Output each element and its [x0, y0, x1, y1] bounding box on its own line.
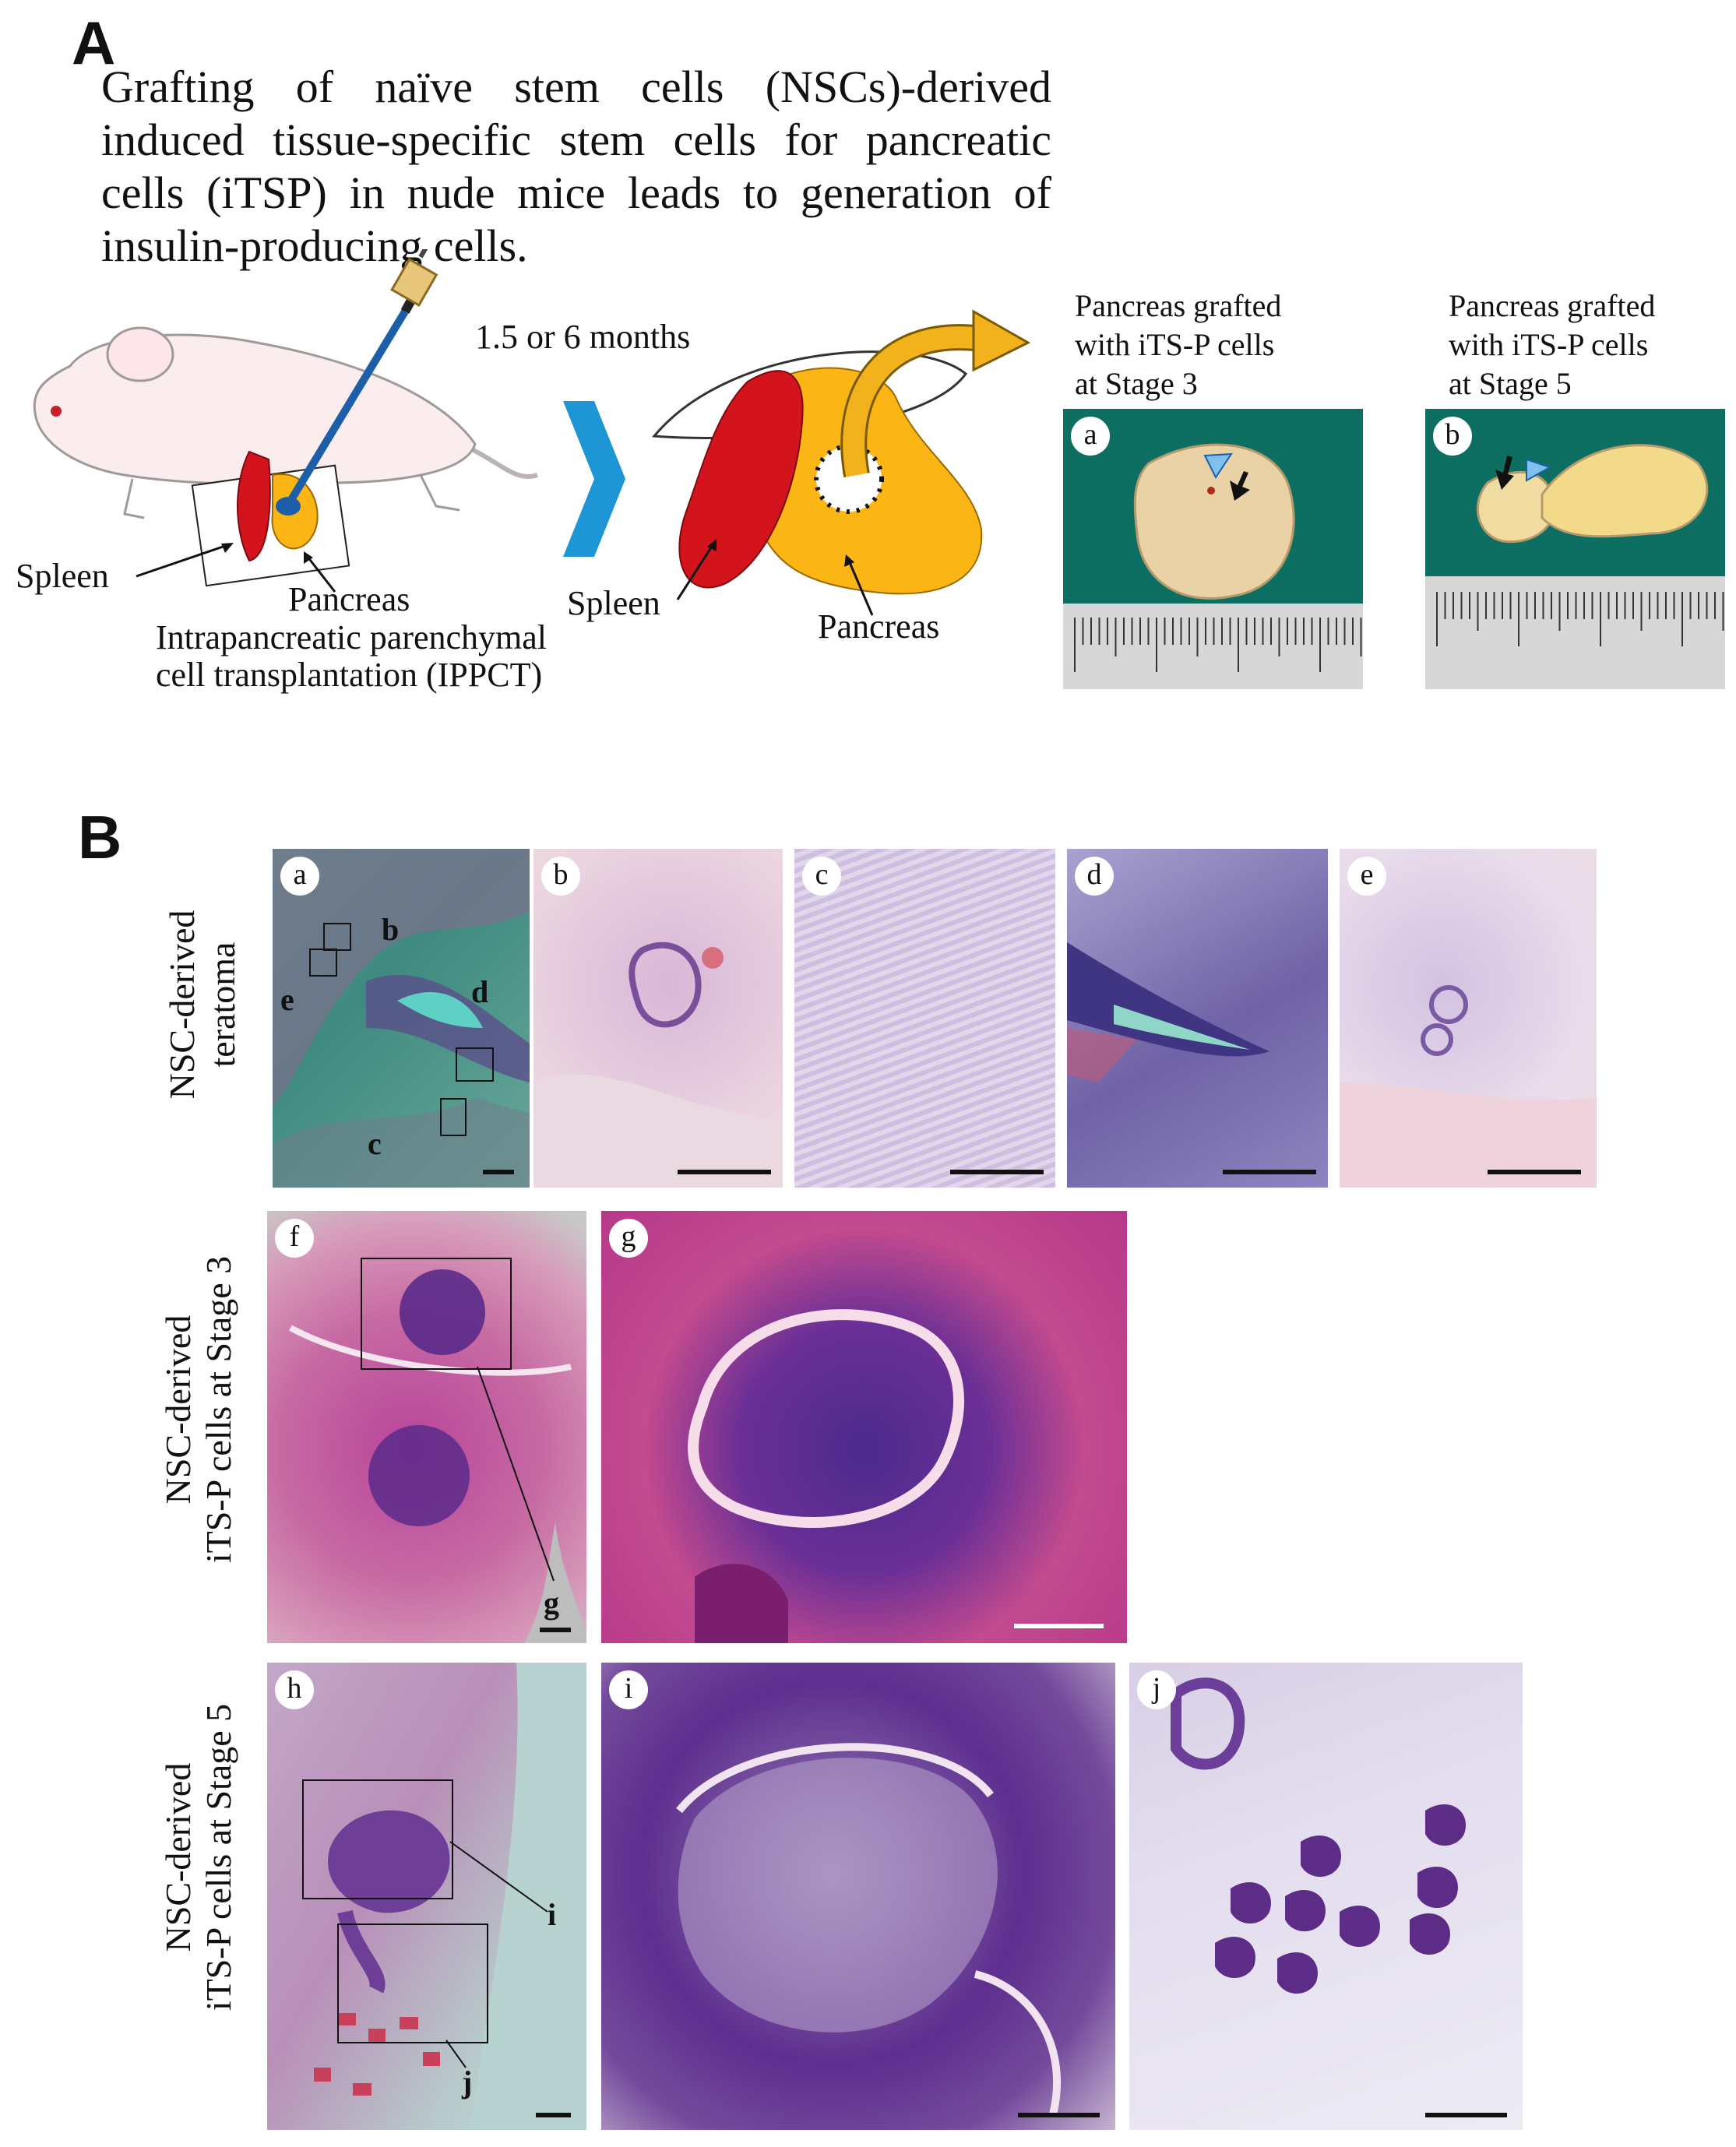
spleen-enlarged — [678, 370, 804, 589]
arrowhead-marker — [1203, 452, 1233, 479]
mouse-front-leg — [123, 478, 145, 519]
histology-tile-f: g f — [267, 1211, 586, 1643]
tile-letter-b: b — [541, 857, 580, 896]
tissue-a — [1133, 443, 1295, 600]
inset-box-g — [361, 1258, 512, 1370]
histology-tile-g: g — [601, 1211, 1127, 1643]
inset-letter-g: g — [544, 1586, 559, 1621]
label-spleen-right: Spleen — [567, 584, 660, 622]
scale-bar — [540, 1628, 571, 1632]
photo-a-caption: Pancreas grafted with iTS-P cells at Sta… — [1075, 288, 1282, 401]
tile-letter-c: c — [802, 857, 841, 896]
pancreas-pointer — [306, 556, 336, 593]
photo-b-letter: b — [1433, 417, 1472, 456]
inset-letter-c: c — [368, 1126, 382, 1161]
row-label-stage3: NSC-derived iTS-P cells at Stage 3 — [158, 1255, 238, 1564]
inset-box-b — [323, 923, 351, 951]
spleen-pointer — [136, 544, 228, 578]
inset-box-e — [309, 949, 337, 977]
inset-letter-j: j — [462, 2064, 473, 2099]
tile-letter-d: d — [1075, 857, 1114, 896]
scale-bar — [950, 1170, 1044, 1174]
time-arrow-icon — [563, 401, 625, 557]
inset-letter-i: i — [548, 1897, 557, 1932]
mouse-eye — [51, 406, 62, 417]
scale-bar — [1018, 2113, 1100, 2117]
mouse-hind-leg — [419, 474, 460, 512]
spleen-shape — [237, 450, 271, 562]
label-ippct: Intrapancreatic parenchymal cell transpl… — [156, 618, 548, 694]
inset-letter-b: b — [382, 912, 400, 947]
tile-letter-g: g — [609, 1219, 648, 1258]
histology-tile-d: d — [1067, 849, 1328, 1188]
scale-bar — [1425, 2113, 1507, 2117]
histology-tile-h: i j h — [267, 1663, 586, 2130]
row-label-teratoma: NSC-derived teratoma — [162, 910, 242, 1100]
inset-letter-d: d — [471, 974, 489, 1009]
scale-bar — [1488, 1170, 1581, 1174]
scale-bar — [1223, 1170, 1316, 1174]
row-label-stage5: NSC-derived iTS-P cells at Stage 5 — [158, 1703, 238, 2011]
scale-bar — [1014, 1624, 1104, 1628]
label-pancreas-left: Pancreas — [288, 580, 410, 618]
inset-box-i — [302, 1779, 453, 1899]
histology-tile-i: i — [601, 1663, 1115, 2130]
panel-label-b: B — [78, 803, 122, 871]
mouse-illustration — [33, 249, 538, 593]
scale-bar — [483, 1170, 514, 1174]
tile-letter-i: i — [609, 1670, 648, 1709]
label-spleen-left: Spleen — [16, 557, 109, 595]
histology-tile-a: b e d c a — [273, 849, 530, 1188]
inset-box-d — [456, 1047, 494, 1082]
label-pancreas-right: Pancreas — [818, 607, 940, 646]
tile-letter-f: f — [275, 1219, 314, 1258]
photo-b: b — [1425, 409, 1725, 689]
tile-letter-h: h — [275, 1670, 314, 1709]
tile-letter-e: e — [1347, 857, 1386, 896]
photo-a: a — [1063, 409, 1363, 689]
tissue-b-pancreas — [1541, 444, 1709, 538]
mouse-ear — [106, 326, 174, 382]
syringe-barrel — [390, 257, 438, 307]
arrow-marker — [1230, 471, 1250, 501]
ruler — [1063, 604, 1363, 689]
curved-arrow-icon — [840, 309, 1031, 478]
histology-tile-e: e — [1340, 849, 1597, 1188]
inset-box-c — [440, 1098, 467, 1136]
inset-box-j — [337, 1924, 488, 2043]
arrow-marker — [1495, 456, 1514, 490]
syringe-plunger — [418, 249, 428, 259]
scale-bar — [678, 1170, 771, 1174]
inset-letter-e: e — [280, 982, 294, 1017]
photo-b-caption: Pancreas grafted with iTS-P cells at Sta… — [1449, 288, 1656, 401]
label-time: 1.5 or 6 months — [475, 318, 691, 356]
panel-label-a: A — [72, 9, 116, 77]
panel-a-title: Grafting of naïve stem cells (NSCs)-deri… — [101, 62, 1051, 271]
photo-a-letter: a — [1071, 417, 1110, 456]
tile-letter-j: j — [1137, 1670, 1176, 1709]
syringe-needle — [286, 309, 409, 505]
histology-tile-c: c — [794, 849, 1055, 1188]
tile-letter-a: a — [280, 857, 319, 896]
histology-tile-j: j — [1129, 1663, 1523, 2130]
arrowhead-marker — [1526, 458, 1552, 482]
histology-tile-b: b — [533, 849, 783, 1188]
scale-bar — [536, 2113, 571, 2117]
